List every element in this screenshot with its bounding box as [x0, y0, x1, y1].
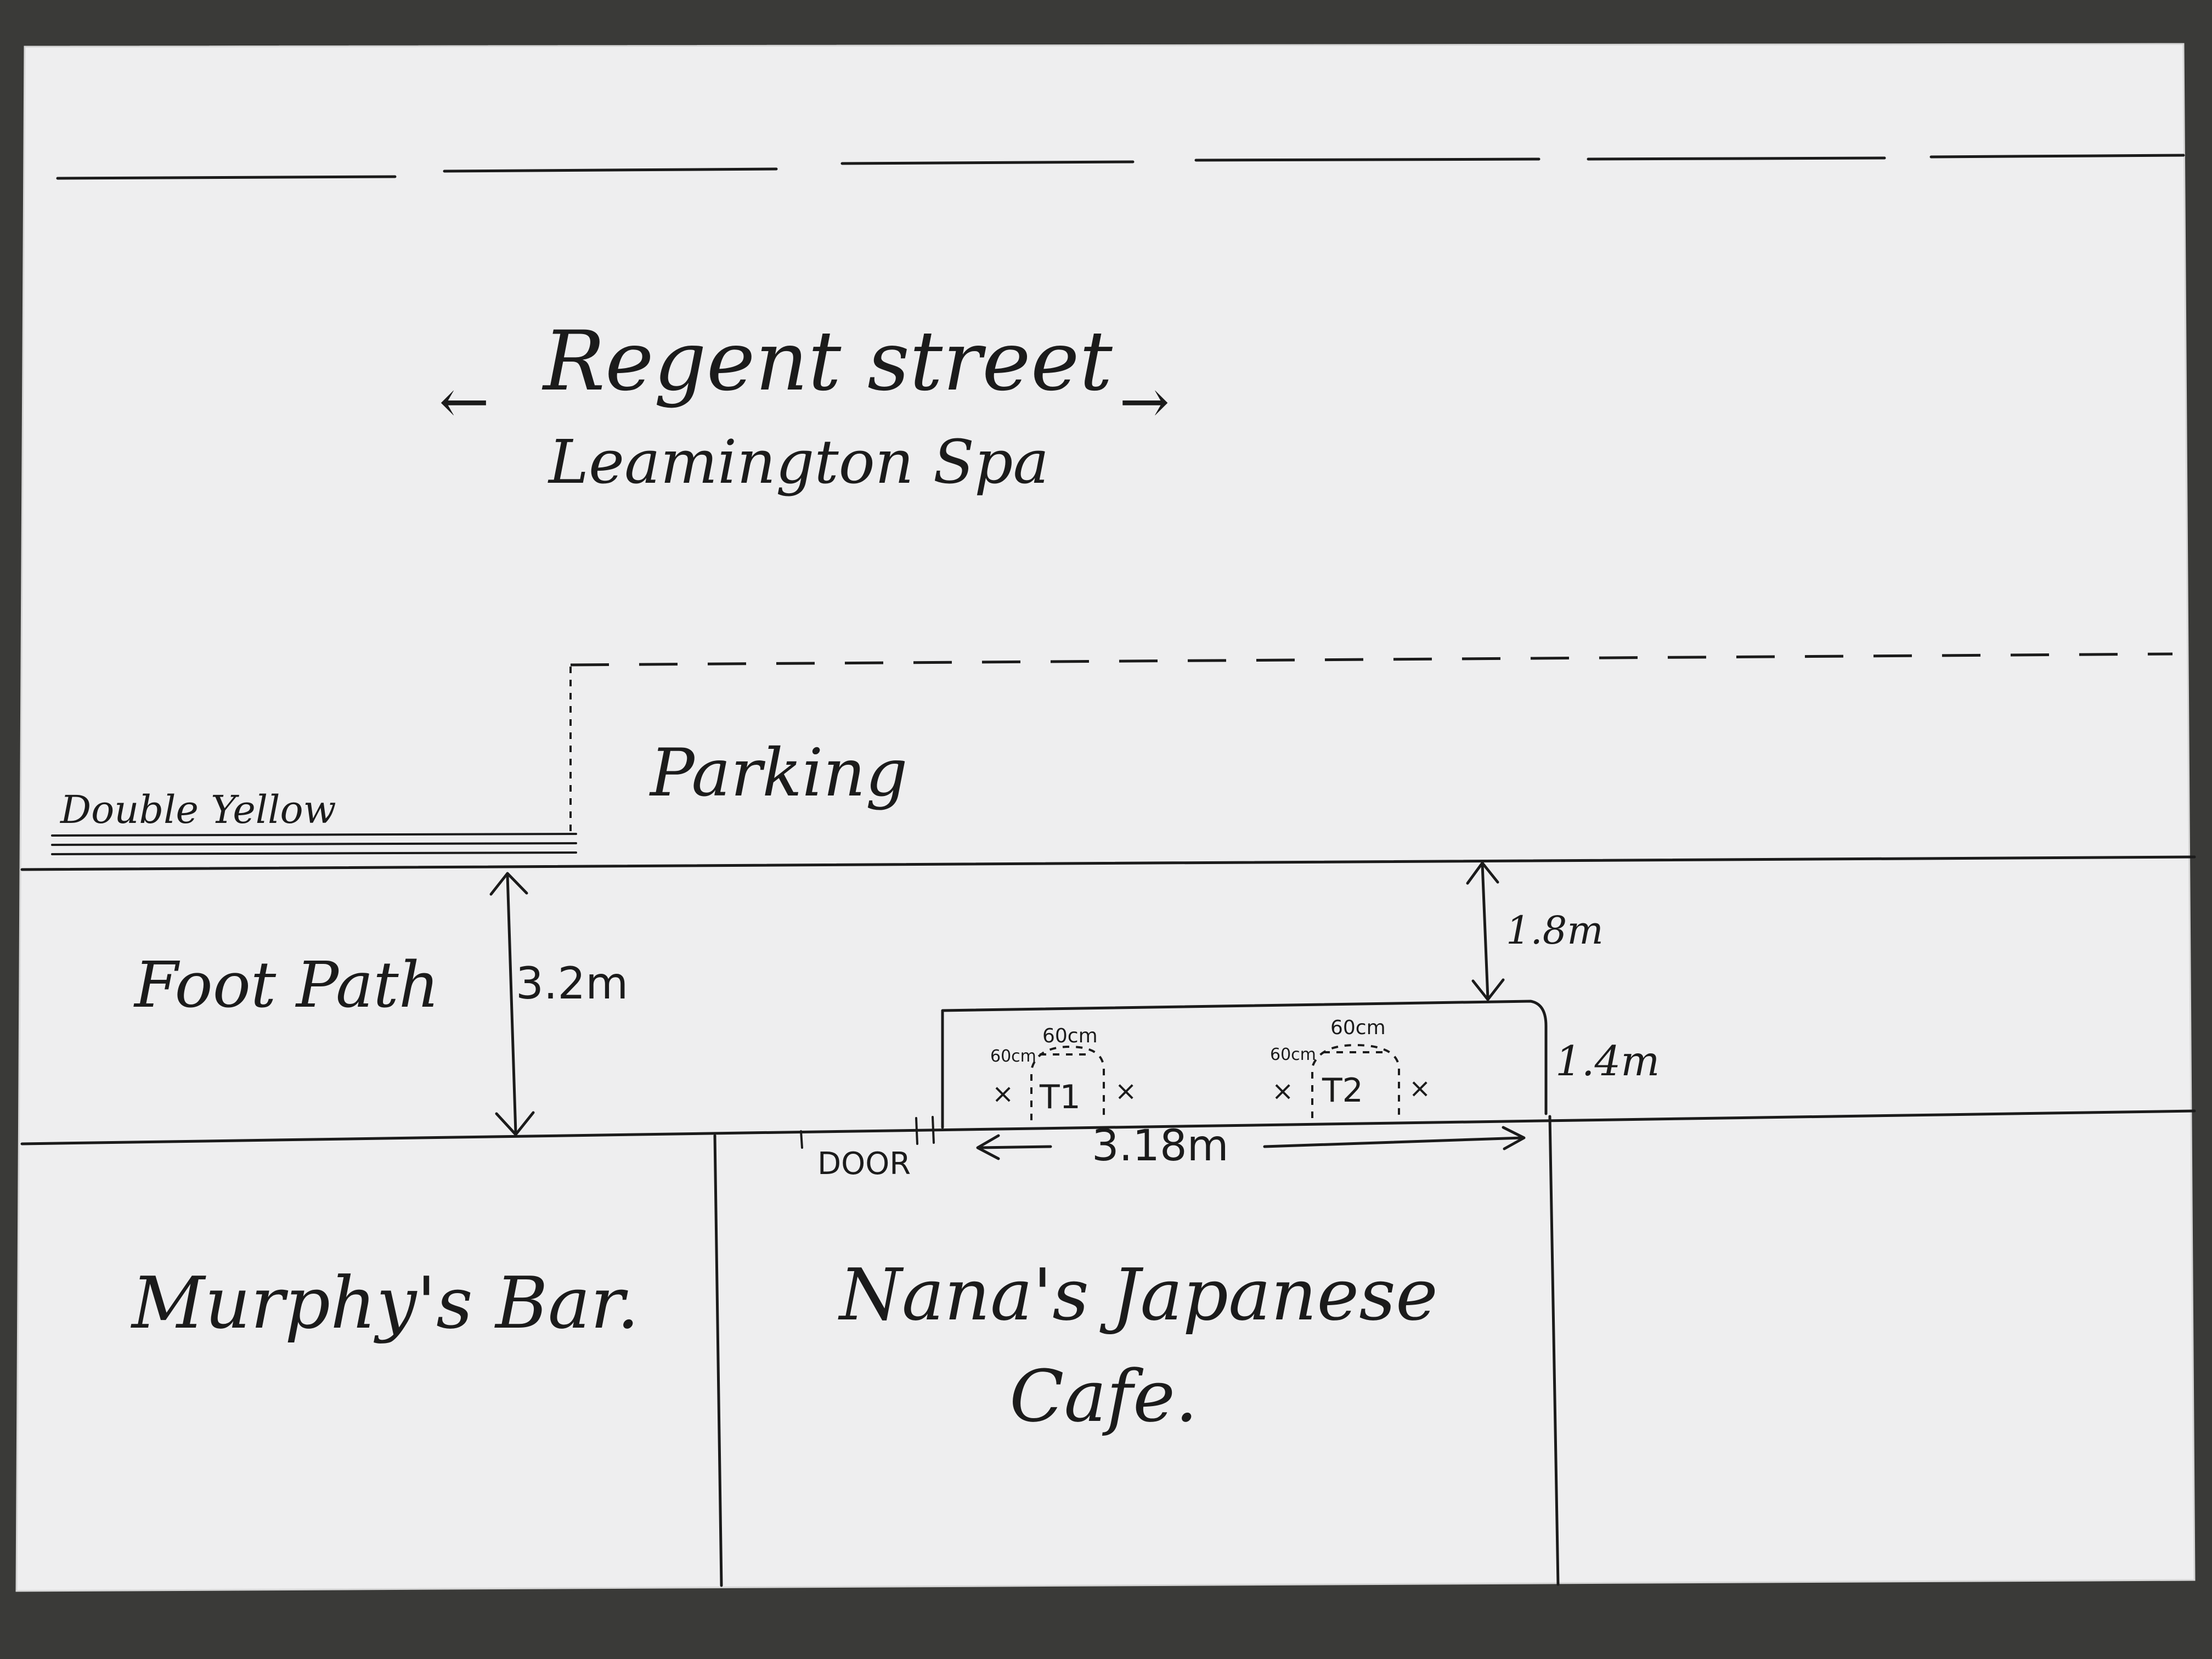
seating-area-depth-label: 1.4m — [1555, 1037, 1660, 1085]
table-t1-width-label: 60cm — [1042, 1025, 1098, 1047]
table-t1-label: T1 — [1039, 1078, 1081, 1116]
building-party-walls — [713, 1115, 1560, 1587]
footpath-label: Foot Path — [133, 949, 439, 1022]
town-name: Leamington Spa — [548, 427, 1049, 497]
double-yellow-lines — [51, 833, 577, 855]
table-t1-chair-right: × — [1115, 1076, 1137, 1107]
table-t2-label: T2 — [1322, 1071, 1363, 1110]
direction-arrow-right: → — [1119, 366, 1170, 437]
double-yellow-label: Double Yellow — [59, 787, 336, 832]
door-marker — [800, 1116, 935, 1149]
clearance-dimension-arrow — [1466, 861, 1505, 1001]
footpath-width-label: 3.2m — [516, 958, 628, 1009]
murphys-bar-name: Murphy's Bar. — [131, 1261, 639, 1345]
nanas-cafe-name-line2: Cafe. — [1009, 1355, 1198, 1438]
parking-bay-outline — [569, 652, 2173, 834]
nanas-cafe-name-line1: Nana's Japanese — [838, 1253, 1438, 1336]
table-t2-width-label: 60cm — [1330, 1017, 1386, 1039]
table-t2 — [1311, 1043, 1400, 1118]
seating-area-outline — [941, 1000, 1548, 1129]
seating-length-label: 3.18m — [1092, 1121, 1229, 1171]
door-label: DOOR — [817, 1146, 911, 1182]
seating-length-dimension-arrow — [976, 1126, 1526, 1160]
direction-arrow-left: ← — [439, 366, 489, 437]
table-t1-chair-left: × — [992, 1079, 1014, 1109]
building-frontage-line — [20, 1109, 2196, 1146]
table-t1-depth-label: 60cm — [990, 1047, 1036, 1066]
table-t1 — [1030, 1045, 1105, 1120]
clearance-label: 1.8m — [1506, 908, 1604, 953]
paper-sheet — [15, 43, 2196, 1592]
road-lane-markings — [56, 154, 2185, 180]
table-t2-chair-left: × — [1272, 1076, 1294, 1107]
kerb-line — [20, 855, 2196, 871]
parking-label: Parking — [649, 735, 907, 811]
table-t2-chair-right: × — [1409, 1073, 1431, 1104]
table-t2-depth-label: 60cm — [1270, 1045, 1316, 1064]
street-name: Regent street — [541, 314, 1113, 409]
footpath-width-dimension-arrow — [489, 872, 535, 1136]
